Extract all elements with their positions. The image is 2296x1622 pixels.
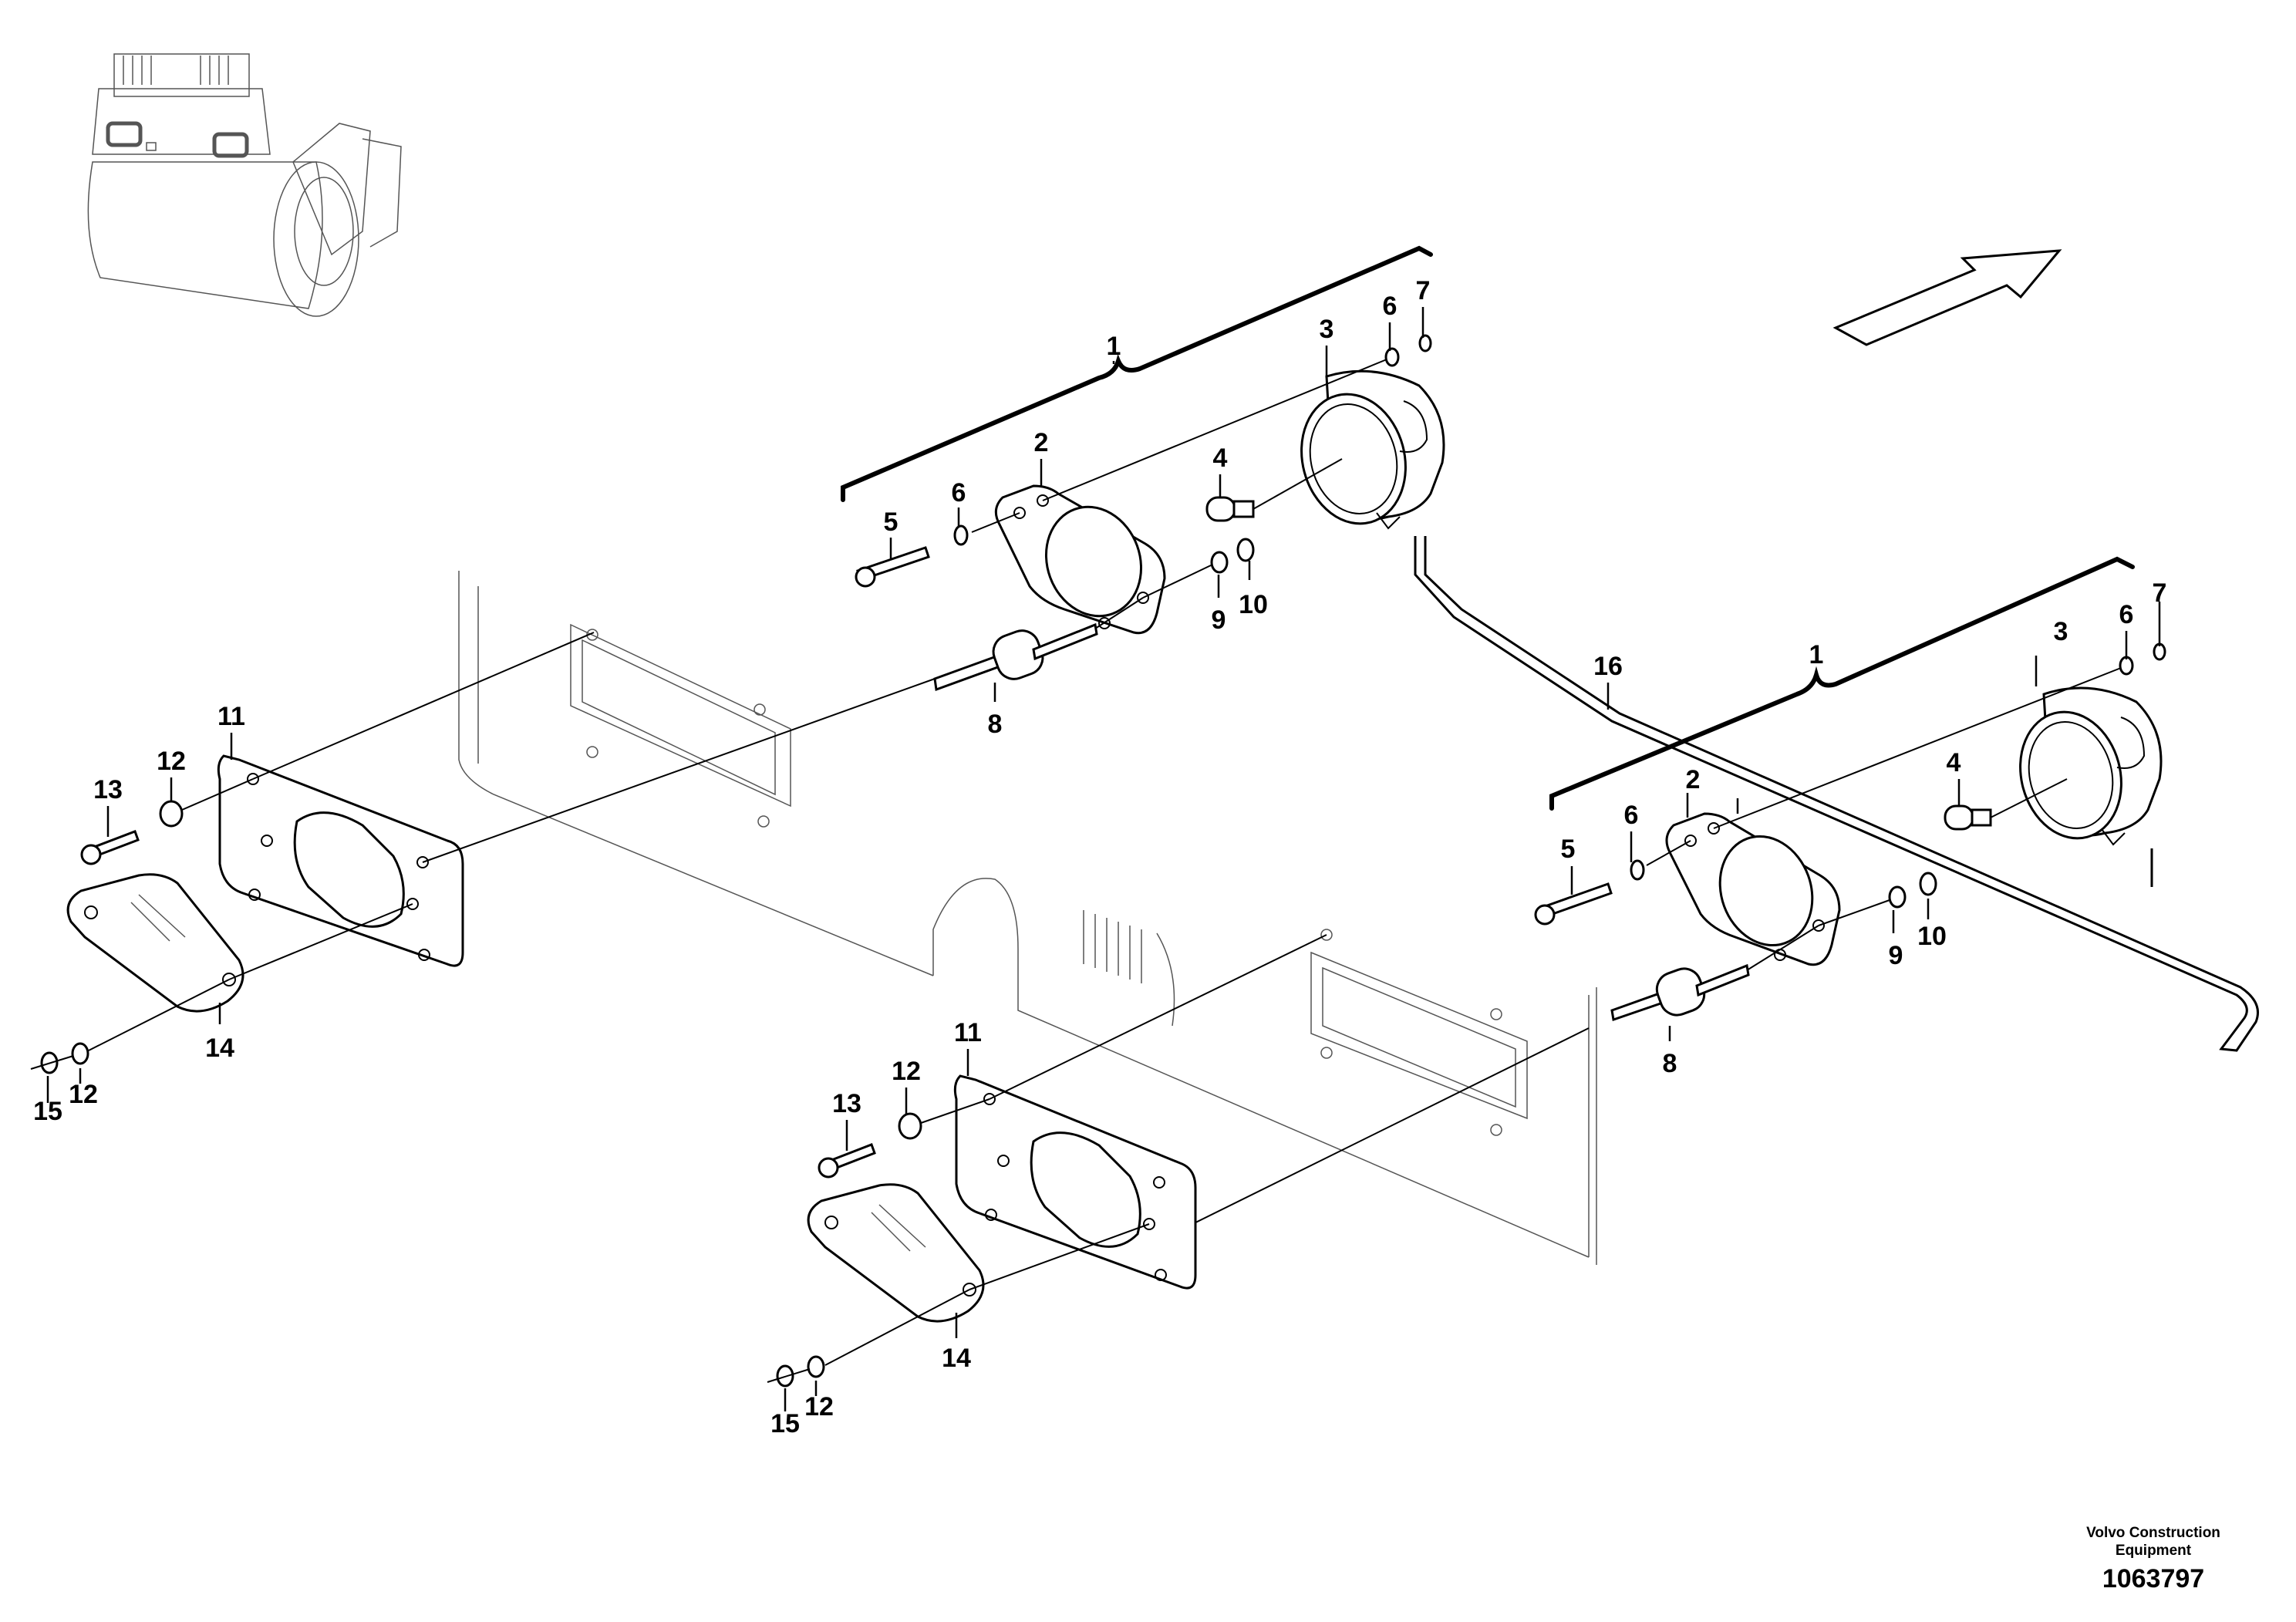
callout-8-right: 8 [1663, 1049, 1677, 1078]
lamp-assembly-top [841, 245, 2259, 1052]
screw-left [80, 830, 140, 865]
callout-11-middle: 11 [954, 1018, 982, 1047]
drawing-footer: Volvo Construction Equipment 1063797 [2065, 1524, 2242, 1594]
callout-9-top: 9 [1212, 605, 1226, 635]
callout-5-right: 5 [1561, 835, 1576, 864]
callout-10-top: 10 [1239, 590, 1268, 619]
cover-middle [807, 1183, 985, 1323]
callout-7-top: 7 [1416, 276, 1431, 305]
callout-15-middle: 15 [770, 1409, 800, 1438]
callout-14-middle: 14 [942, 1344, 971, 1373]
machine-overview-icon [87, 53, 402, 317]
callout-12-left-a: 12 [157, 747, 186, 776]
work-lamp-top [1300, 369, 1445, 530]
drawing-number: 1063797 [2102, 1564, 2205, 1593]
callout-6-top-b: 6 [1383, 292, 1397, 321]
callout-5-top: 5 [884, 508, 899, 537]
bracket-1-right [1549, 556, 2135, 811]
screw-top [855, 546, 930, 588]
callout-10-right: 10 [1917, 922, 1947, 951]
callout-labels: 1 2 3 4 5 6 6 7 8 9 10 1 2 3 4 5 6 6 7 8… [33, 276, 2166, 1438]
lamp-assembly-right [1172, 556, 2166, 1235]
screw-right [1534, 882, 1613, 926]
rubber-mount-top [933, 622, 1098, 692]
leader-lines [46, 307, 2161, 1411]
callout-3-right: 3 [2054, 617, 2068, 646]
bulb-right [1944, 804, 1992, 831]
callout-3-top: 3 [1320, 315, 1334, 344]
cover-left [66, 873, 244, 1013]
callout-11-left: 11 [217, 702, 245, 731]
callout-7-right: 7 [2153, 578, 2167, 608]
callout-6-right-a: 6 [1624, 801, 1639, 830]
callout-13-middle: 13 [832, 1089, 861, 1118]
callout-4-right: 4 [1947, 748, 1961, 777]
callout-6-right-b: 6 [2119, 600, 2134, 629]
bracket-1-top [841, 245, 1433, 502]
callout-6-top-a: 6 [952, 478, 966, 508]
mount-plate-assembly-left [30, 632, 936, 1074]
callout-8-top: 8 [988, 710, 1003, 739]
callout-1-right: 1 [1809, 640, 1824, 669]
callout-4-top: 4 [1213, 443, 1228, 473]
callout-12-middle-b: 12 [804, 1392, 834, 1421]
callout-12-middle-a: 12 [892, 1057, 921, 1086]
callout-9-right: 9 [1889, 941, 1903, 970]
work-lamp-right [2019, 686, 2163, 846]
callout-14-left: 14 [205, 1034, 234, 1063]
washer-top [953, 524, 969, 546]
frame-ghost-outline [458, 571, 1597, 1265]
screw-middle [818, 1143, 876, 1179]
mount-plate-assembly-middle [767, 934, 1327, 1388]
callout-12-left-b: 12 [69, 1080, 98, 1109]
callout-1-top: 1 [1107, 332, 1121, 361]
publisher-name: Volvo Construction Equipment [2086, 1525, 2220, 1559]
bulb-top [1205, 496, 1255, 522]
rubber-mount-right [1610, 963, 1750, 1021]
outline-arrow-icon [1832, 249, 2062, 346]
callout-15-left: 15 [33, 1097, 62, 1126]
callout-16-harness: 16 [1593, 652, 1623, 681]
wire-harness [1414, 536, 2259, 1052]
callout-2-top: 2 [1034, 428, 1049, 457]
callout-13-left: 13 [93, 775, 123, 804]
callout-2-right: 2 [1686, 765, 1701, 794]
